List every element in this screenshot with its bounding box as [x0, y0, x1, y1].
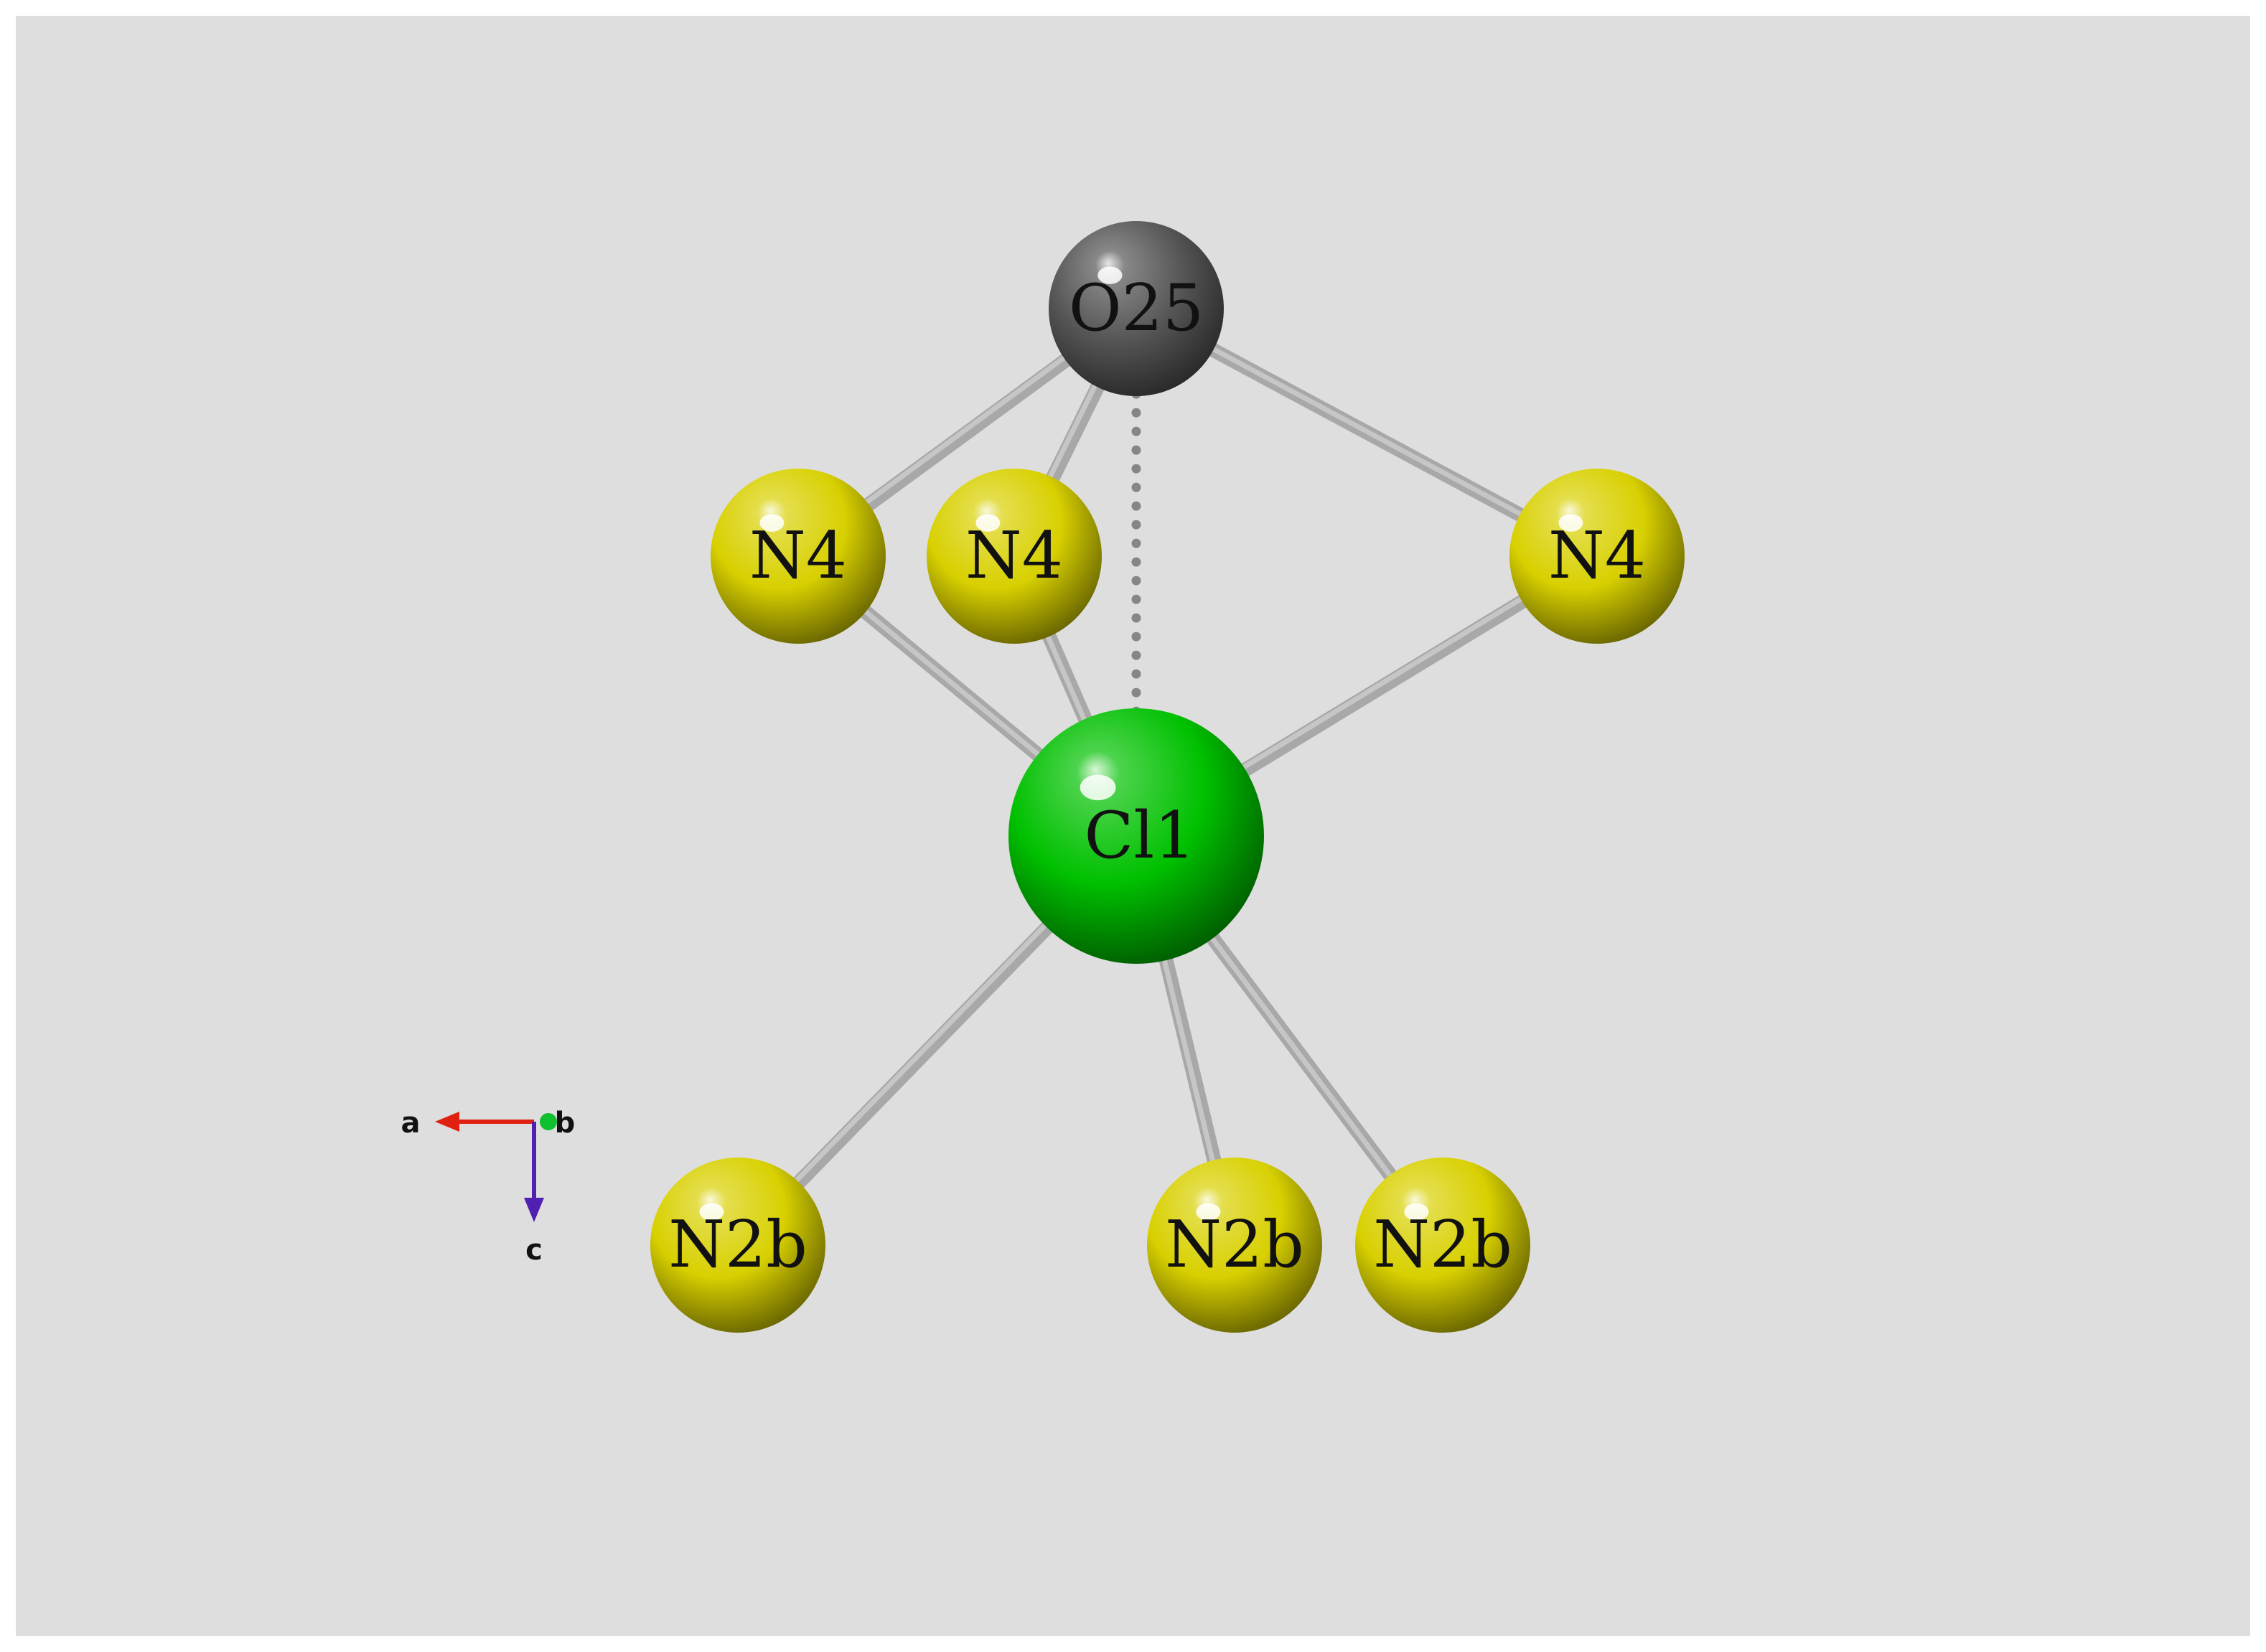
atom-n4b: N4 [927, 469, 1102, 644]
c-axis-label: c [525, 1234, 543, 1267]
atom-specular-highlight [1196, 1203, 1221, 1221]
axis-indicator: a b c [401, 1107, 576, 1267]
atom-sphere [1509, 469, 1685, 644]
atom-n4a: N4 [711, 469, 886, 644]
atom-label: Cl1 [1085, 798, 1196, 873]
atom-n4c: N4 [1509, 469, 1685, 644]
atom-n2bc: N2b [1355, 1158, 1530, 1333]
atom-sphere [1049, 221, 1224, 396]
atom-specular-highlight [759, 514, 785, 532]
atom-label: N4 [965, 518, 1063, 593]
atom-label: N4 [1548, 518, 1646, 593]
c-axis-arrowhead [524, 1198, 544, 1222]
atom-specular-highlight [1097, 266, 1123, 284]
a-axis-label: a [401, 1107, 421, 1140]
atom-sphere [1355, 1158, 1530, 1333]
atom-specular-highlight [975, 514, 1001, 532]
atom-label: N2b [1165, 1207, 1304, 1282]
atom-cl1: Cl1 [1008, 708, 1264, 964]
atom-label: N2b [1373, 1207, 1512, 1282]
atom-n2ba: N2b [650, 1158, 825, 1333]
atom-sphere [650, 1158, 825, 1333]
atom-o25: O25 [1049, 221, 1224, 396]
atom-n2bb: N2b [1147, 1158, 1322, 1333]
atom-label: N2b [668, 1207, 807, 1282]
atom-specular-highlight [1404, 1203, 1429, 1221]
b-axis-label: b [555, 1107, 576, 1140]
atom-label: N4 [749, 518, 847, 593]
atom-sphere [711, 469, 886, 644]
atom-specular-highlight [699, 1203, 724, 1221]
atom-sphere [1008, 708, 1264, 964]
atom-sphere [927, 469, 1102, 644]
atom-specular-highlight [1558, 514, 1583, 532]
atom-label: O25 [1069, 271, 1204, 346]
b-axis-marker [540, 1113, 557, 1130]
atom-specular-highlight [1080, 774, 1116, 801]
atom-sphere [1147, 1158, 1322, 1333]
a-axis-arrowhead [435, 1112, 459, 1132]
